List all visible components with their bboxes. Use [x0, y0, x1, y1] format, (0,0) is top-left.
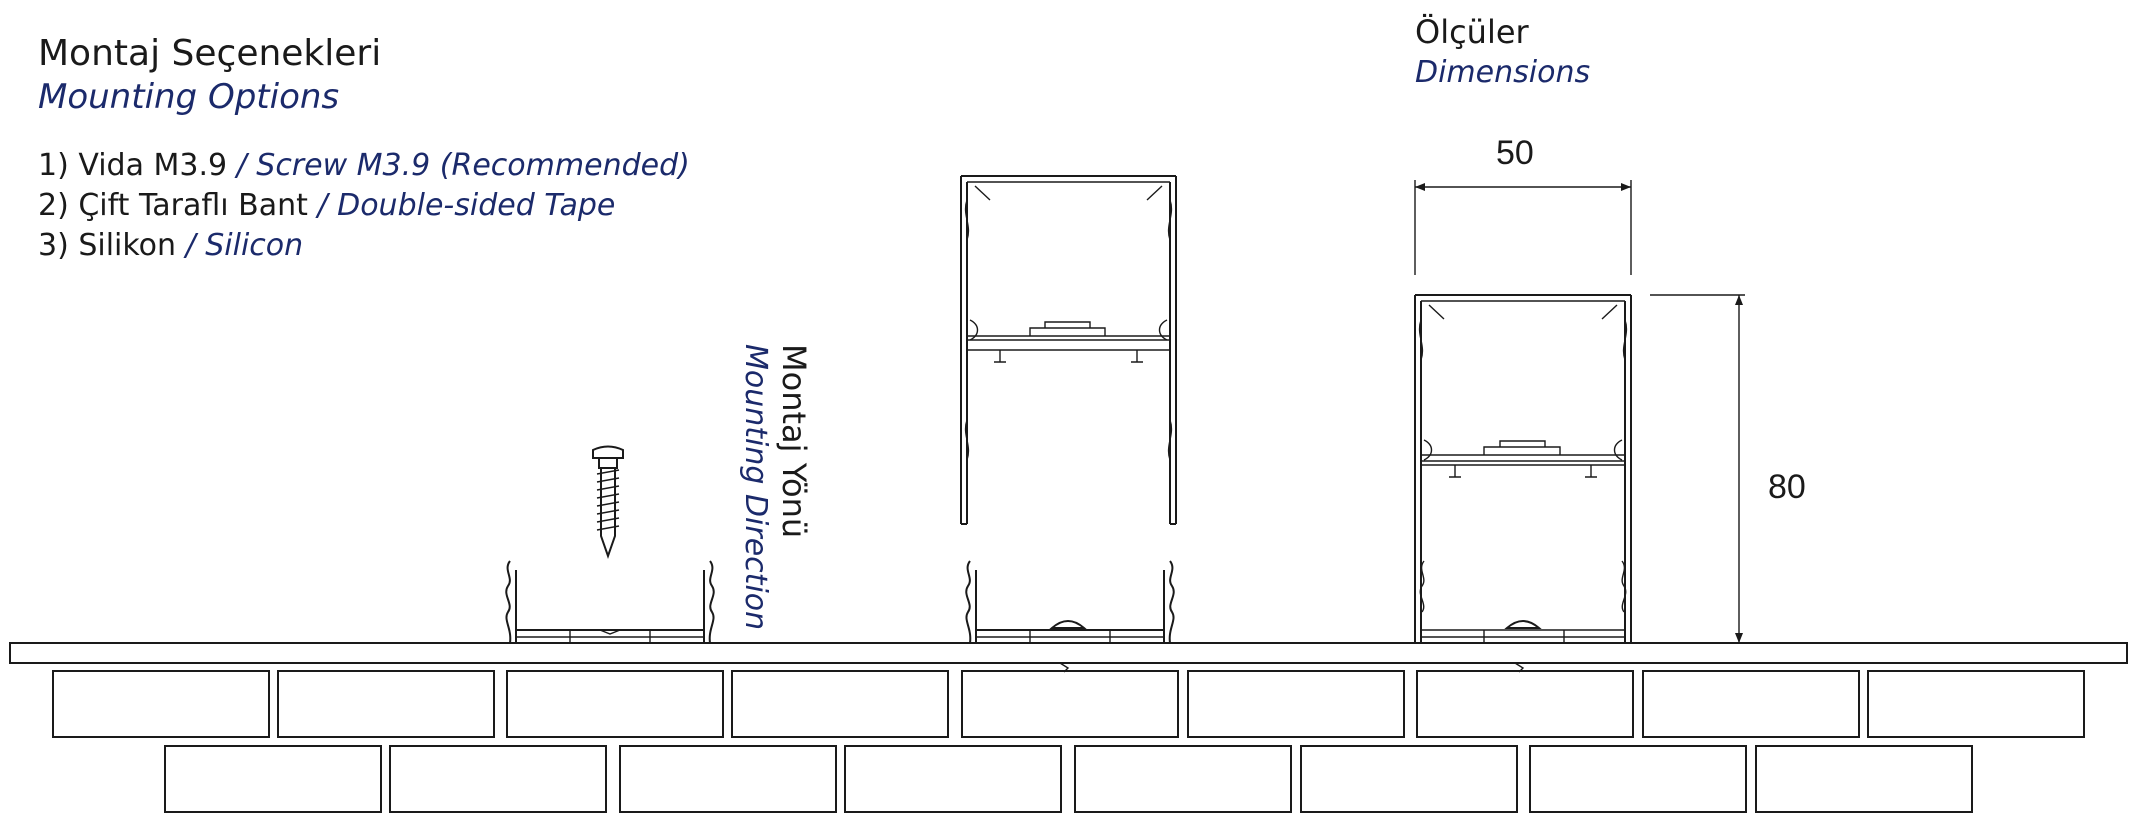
- option-label-tr: 3) Silikon: [38, 228, 177, 263]
- brick-wall: [52, 670, 2085, 813]
- dimensions-title-tr: Ölçüler: [1415, 13, 1529, 51]
- channel-right-wall: [708, 560, 715, 644]
- screw-head-icon: [1049, 620, 1087, 673]
- mounting-option-screw: 1) Vida M3.9 / Screw M3.9 (Recommended): [38, 151, 690, 181]
- option-label-en: / Screw M3.9 (Recommended): [227, 148, 690, 183]
- mounting-option-tape: 2) Çift Taraflı Bant / Double-sided Tape: [38, 191, 615, 221]
- mounting-step-1: [505, 445, 715, 644]
- mounting-step-2: [960, 175, 1177, 673]
- mounting-title-tr: Montaj Seçenekleri: [38, 33, 382, 74]
- channel-left-wall: [505, 560, 512, 644]
- option-label-en: / Silicon: [176, 228, 304, 263]
- dimensions-title-en: Dimensions: [1415, 55, 1591, 90]
- option-label-tr: 2) Çift Taraflı Bant: [38, 188, 308, 223]
- width-value: 50: [1496, 134, 1534, 172]
- mounting-surface-plate: [9, 642, 2128, 664]
- screw-head-icon: [1504, 620, 1542, 673]
- height-dimension-line: [1650, 294, 1745, 644]
- mounting-title-en: Mounting Options: [38, 77, 340, 117]
- width-dimension-line: [1414, 180, 1632, 275]
- mounting-step-3-assembled: [1414, 180, 1745, 673]
- mounting-option-silicon: 3) Silikon / Silicon: [38, 231, 303, 261]
- screw-icon: [592, 445, 624, 560]
- height-value: 80: [1768, 468, 1806, 506]
- option-label-tr: 1) Vida M3.9: [38, 148, 228, 183]
- option-label-en: / Double-sided Tape: [307, 188, 616, 223]
